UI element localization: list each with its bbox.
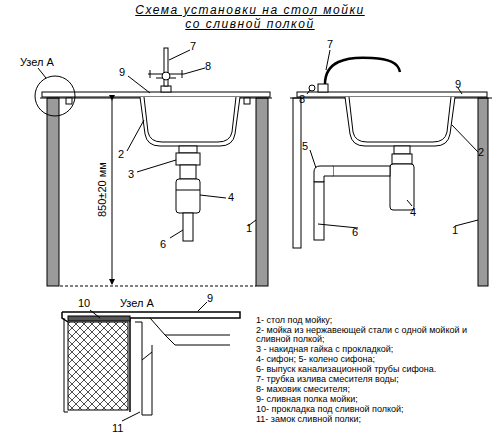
leader-line	[90, 302, 207, 421]
callout-number: 6	[160, 238, 166, 250]
table-panel	[293, 98, 301, 248]
callout-number: 2	[118, 148, 124, 160]
drain-shelf	[62, 312, 240, 412]
left-view	[35, 48, 272, 286]
parts-list-item: 6- выпуск канализационной трубы сифона.	[256, 365, 494, 374]
detail-circle	[35, 76, 75, 116]
siphon	[390, 164, 414, 210]
callout-number: 3	[128, 168, 134, 180]
parts-list-item: 4- сифон; 5- колено сифона;	[256, 355, 494, 364]
callout-number: 10	[78, 297, 90, 309]
callout-number: 1	[246, 222, 252, 234]
parts-list-item: 2- мойка из нержавеющей стали с одной мо…	[256, 326, 494, 345]
diagram-title: Схема установки на стол мойки со сливной…	[130, 3, 370, 32]
siphon-knee	[314, 166, 333, 182]
callout-number: 9	[207, 292, 213, 304]
drain-shelf	[62, 312, 68, 322]
tabletop-edge	[64, 318, 68, 412]
callout-number: 11	[112, 422, 123, 434]
mixer-base	[318, 84, 328, 92]
callout-number: 4	[228, 191, 234, 203]
siphon	[180, 165, 196, 179]
spout-tube	[325, 58, 400, 84]
nut	[392, 154, 412, 164]
view-label: Узел А	[20, 56, 54, 68]
clip	[66, 98, 72, 104]
callout-number: 9	[119, 66, 125, 78]
dimension-line	[112, 100, 113, 284]
callout-number: 4	[410, 206, 416, 218]
callout-number: 5	[302, 140, 308, 152]
sink-bowl	[345, 97, 455, 146]
parts-list-item: 7- трубка излива смесителя воды;	[256, 375, 494, 384]
leader-line	[307, 50, 478, 228]
callout-number: 8	[205, 60, 211, 72]
shelf-lock	[135, 322, 152, 415]
callout-number: 8	[299, 93, 305, 105]
parts-list-item: 1- стол под мойку;	[256, 316, 494, 325]
tabletop-section	[68, 322, 128, 410]
sink-bowl	[140, 97, 240, 146]
callout-number: 7	[190, 40, 196, 52]
nut	[176, 153, 200, 165]
callout-number: 6	[352, 226, 358, 238]
parts-list-item: 9- сливная полка мойки;	[256, 395, 494, 404]
drain	[394, 146, 410, 154]
table-panel	[256, 98, 268, 286]
parts-list-item: 3 - накидная гайка с прокладкой;	[256, 345, 494, 354]
parts-list-item: 8- маховик смесителя;	[256, 385, 494, 394]
dimension-label: 850±20 мм	[96, 163, 108, 218]
callout-number: 9	[455, 78, 461, 90]
leader-line	[38, 50, 256, 238]
parts-list-item: 11- замок сливной полки;	[256, 415, 494, 424]
callout-number: 1	[452, 224, 458, 236]
right-view	[290, 50, 492, 286]
callout-number: 2	[478, 146, 484, 158]
clip	[244, 98, 250, 104]
drain-shelf	[42, 92, 270, 97]
drain-shelf	[297, 92, 487, 97]
mixer-body	[162, 72, 170, 80]
table-panel	[47, 98, 59, 286]
table-panel	[478, 98, 488, 286]
sink-bowl	[144, 97, 236, 142]
outlet-pipe	[314, 182, 324, 240]
detail-view	[62, 302, 240, 421]
parts-list-item: 10- прокладка под сливной полкой;	[256, 405, 494, 414]
sink-bowl	[349, 97, 451, 142]
siphon-knee	[333, 166, 390, 176]
callout-number: 7	[327, 38, 333, 50]
siphon	[176, 179, 200, 213]
outlet-pipe	[183, 213, 193, 241]
sink-edge	[150, 318, 230, 345]
mixer-base	[161, 86, 171, 92]
drain	[179, 146, 197, 153]
view-label: Узел А	[120, 297, 154, 309]
floor-line	[60, 286, 256, 287]
siphon	[176, 190, 200, 191]
